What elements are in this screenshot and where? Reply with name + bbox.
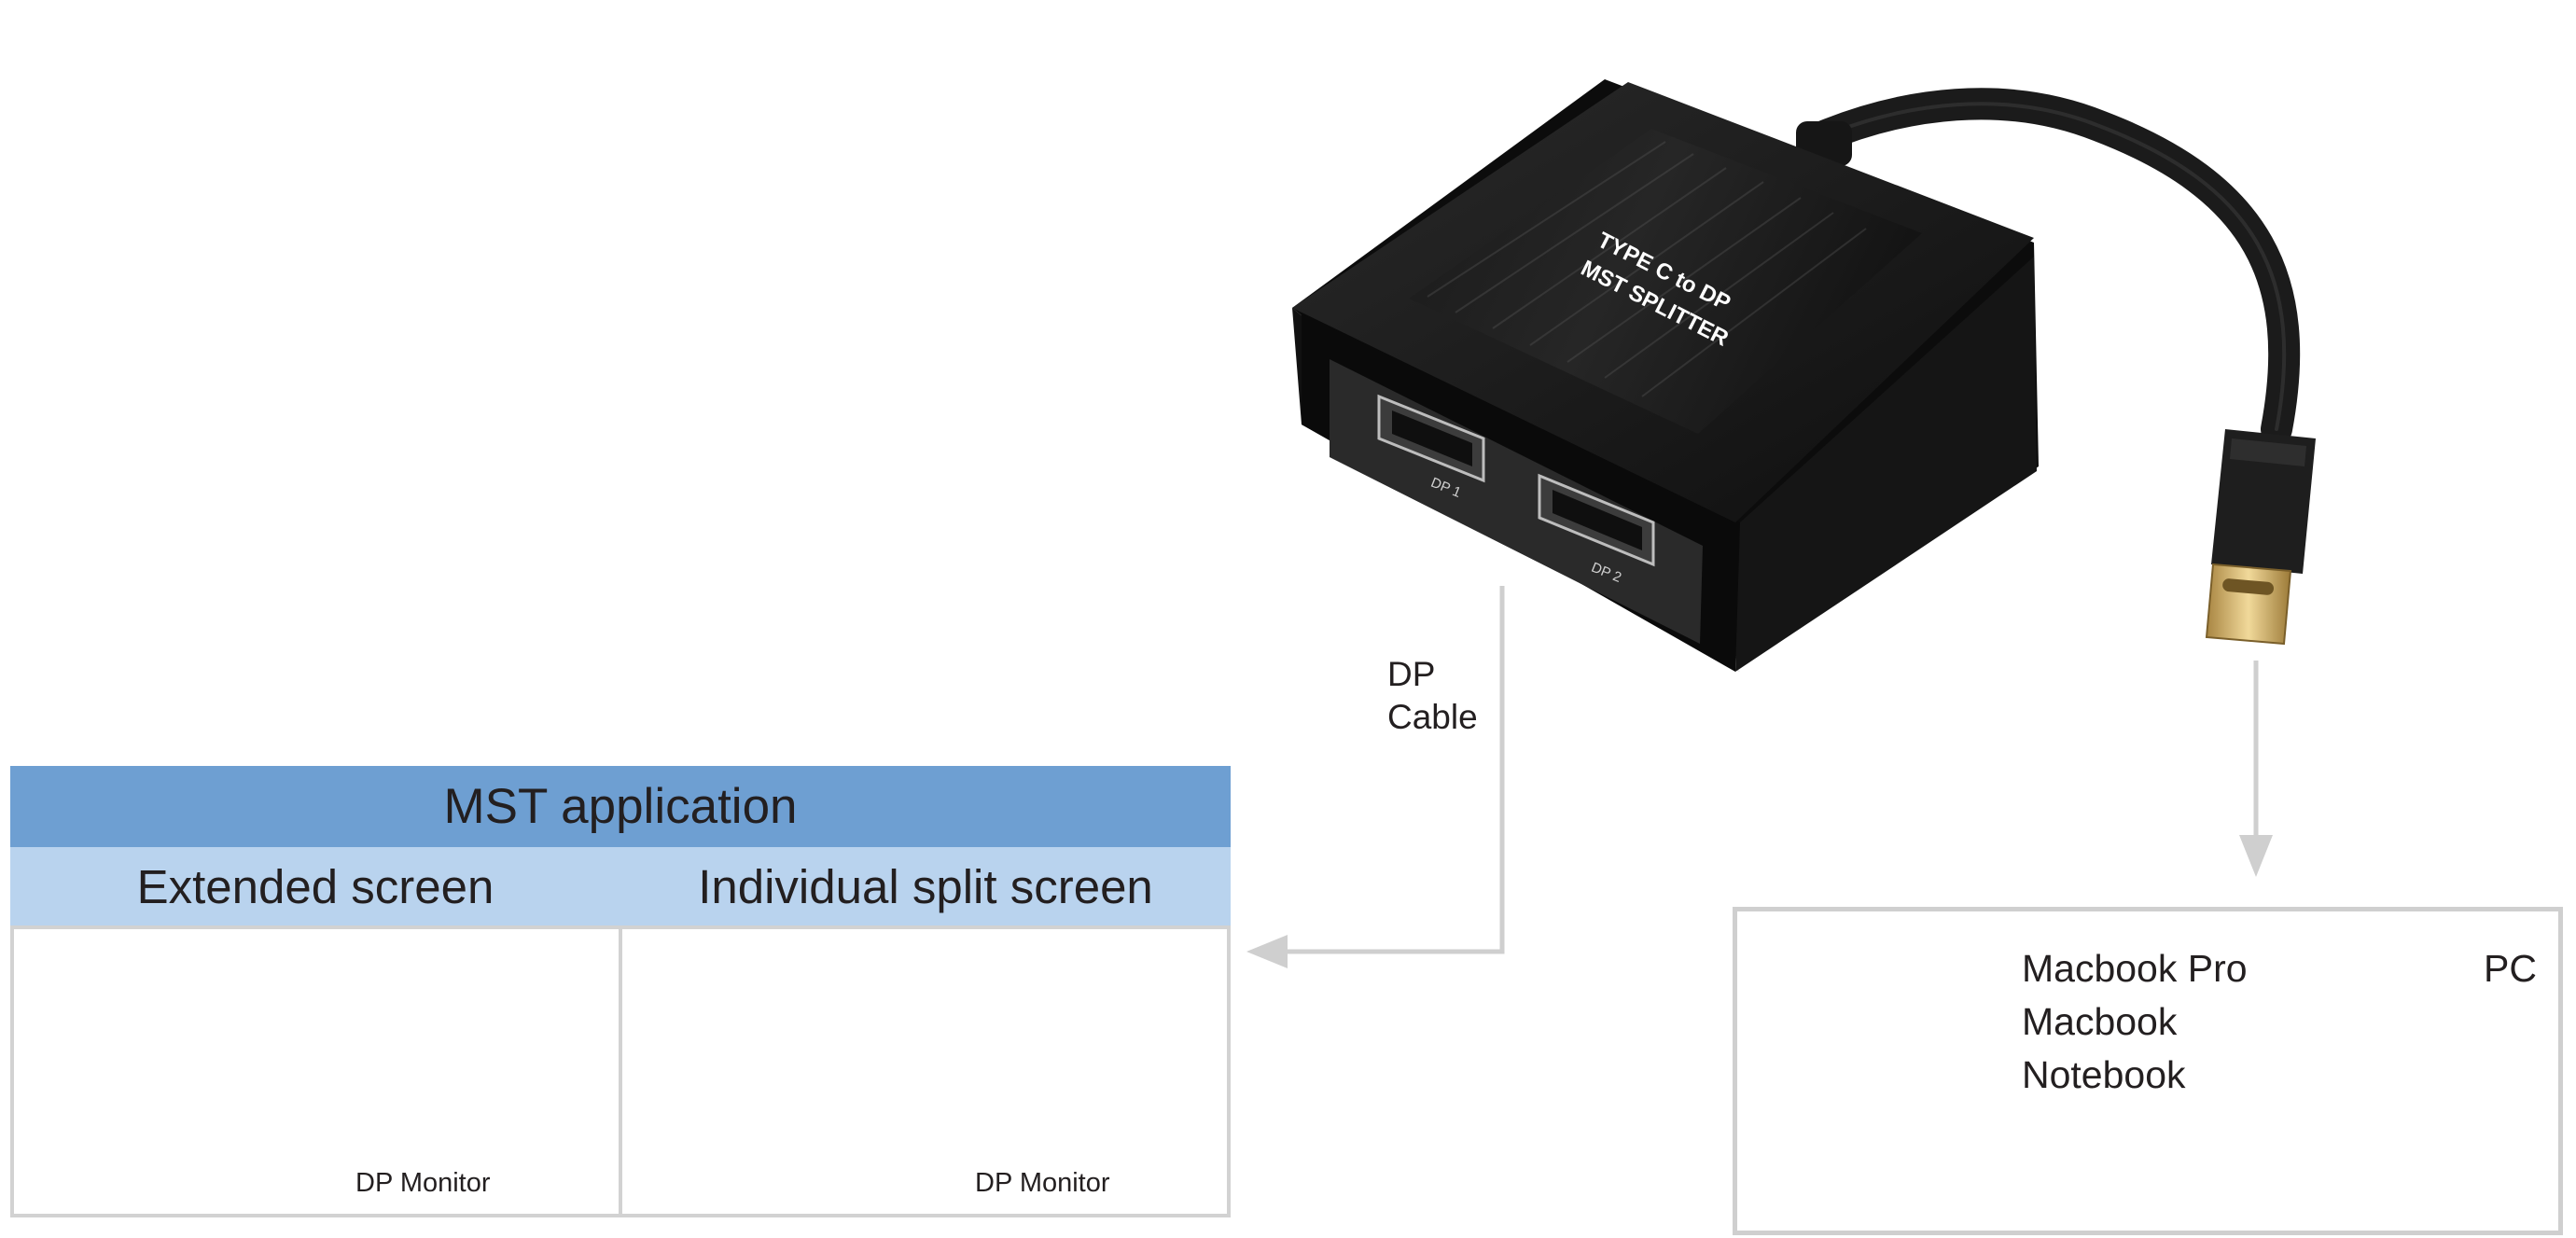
splitter-label-plate: [1409, 129, 1922, 434]
dp-cable-label: DP Cable: [1387, 653, 1478, 739]
usb-c-plug: [2205, 563, 2292, 646]
mst-application-table: MST application Extended screen Individu…: [10, 766, 1231, 1217]
dp-monitor-caption: DP Monitor: [975, 1168, 1110, 1198]
column-heading-extended: Extended screen: [10, 847, 620, 925]
host-computers-box: [1733, 907, 2563, 1235]
usb-c-arrow: [2239, 661, 2273, 877]
laptop-label-macbook-pro: Macbook Pro: [2022, 947, 2248, 990]
mst-table-title: MST application: [10, 766, 1231, 847]
pc-label: PC: [2484, 947, 2537, 990]
mst-splitter-device: TYPE C to DP MST SPLITTER DP 1 DP 2: [1292, 79, 2316, 672]
usb-c-connector-body: [2211, 429, 2316, 574]
dp-port-2: DP 2: [1538, 473, 1655, 586]
column-heading-split: Individual split screen: [620, 847, 1231, 925]
extended-screen-cell: DP Monitor: [10, 925, 622, 1217]
laptop-labels: Macbook Pro Macbook Notebook: [2022, 942, 2248, 1102]
dp-cable-arrow: [1246, 586, 1505, 968]
dp-monitor-caption: DP Monitor: [355, 1168, 491, 1198]
split-screen-cell: DP Monitor: [619, 925, 1231, 1217]
laptop-label-notebook: Notebook: [2022, 1053, 2186, 1096]
laptop-label-macbook: Macbook: [2022, 1000, 2178, 1043]
dp-cable-label-line1: DP: [1387, 655, 1436, 693]
dp-cable-label-line2: Cable: [1387, 698, 1478, 736]
